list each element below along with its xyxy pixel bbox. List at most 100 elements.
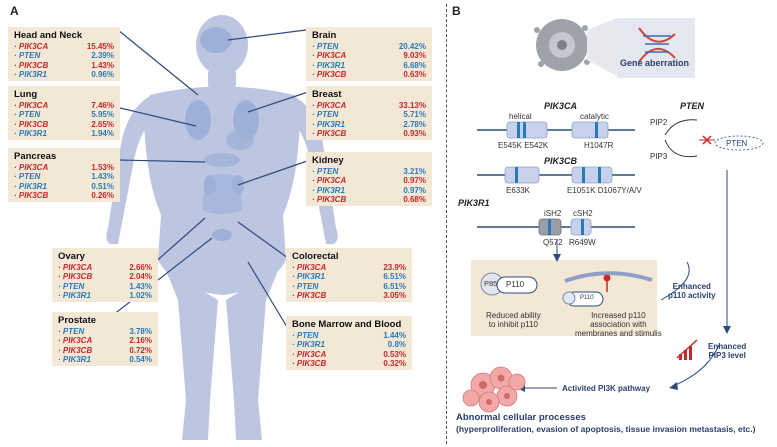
- gene-frequency: 1.44%: [383, 331, 406, 340]
- organ-title: Brain: [312, 30, 337, 41]
- dna-icon: [638, 27, 676, 63]
- gene-frequency: 0.51%: [91, 181, 114, 191]
- gene-name: · PIK3CA: [312, 101, 347, 110]
- pip2-label: PIP2: [650, 118, 668, 127]
- gene-name: · PTEN: [14, 110, 41, 120]
- gene-frequency: 1.43%: [91, 60, 114, 70]
- gene-frequency: 1.53%: [91, 163, 114, 172]
- gene-frequency: 3.05%: [383, 290, 406, 300]
- gene-frequency: 33.13%: [398, 101, 426, 110]
- gene-row: · PIK3CA 33.13%: [312, 101, 426, 110]
- gene-name: · PIK3CB: [58, 345, 93, 355]
- pik3ca-helical-label: helical: [509, 112, 532, 121]
- gene-name: · PIK3R1: [14, 128, 47, 138]
- gene-frequency: 20.42%: [398, 42, 426, 51]
- gene-frequency: 2.04%: [129, 272, 152, 282]
- gene-name: · PIK3R1: [292, 272, 325, 282]
- gene-row: · PIK3CB 2.65%: [14, 120, 114, 129]
- gene-frequency: 5.71%: [403, 110, 426, 120]
- gene-frequency: 3.21%: [403, 167, 426, 176]
- gene-frequency: 0.8%: [387, 340, 406, 350]
- gene-frequency: 0.32%: [383, 358, 406, 368]
- gene-frequency: 6.68%: [403, 60, 426, 70]
- gene-name: · PIK3CA: [58, 336, 93, 346]
- gene-frequency: 2.66%: [129, 263, 152, 272]
- organ-title: Ovary: [58, 251, 85, 262]
- panel-divider: [446, 4, 447, 444]
- organ-title: Kidney: [312, 155, 344, 166]
- pik3r1-ish2-label: iSH2: [544, 209, 562, 218]
- gene-name: · PIK3CA: [312, 176, 347, 186]
- gene-frequency: 15.45%: [86, 42, 114, 51]
- pik3r1-mutation-1: Q572: [543, 238, 563, 247]
- pik3cb-mutation-1: E633K: [506, 186, 531, 195]
- organ-title: Head and Neck: [14, 30, 83, 41]
- gene-frequency: 0.54%: [129, 354, 152, 364]
- gene-frequency: 0.53%: [383, 349, 406, 359]
- p110-small-label: P110: [580, 295, 594, 301]
- gene-frequency: 3.78%: [129, 327, 152, 336]
- gene-frequency: 2.65%: [91, 119, 114, 129]
- pik3ca-title: PIK3CA: [544, 101, 578, 111]
- gene-row: · PTEN 5.95%: [14, 110, 114, 119]
- gene-name: · PIK3CA: [292, 263, 327, 272]
- organ-title: Breast: [312, 89, 342, 100]
- pik3ca-mutation-catalytic: H1047R: [584, 141, 614, 150]
- gene-name: · PTEN: [312, 167, 339, 176]
- gene-name: · PIK3CA: [292, 349, 327, 359]
- gene-row: · PIK3CB 2.04%: [58, 272, 152, 281]
- gene-name: · PIK3CB: [292, 358, 327, 368]
- gene-row: · PTEN 20.42%: [312, 42, 426, 51]
- gene-frequency: 5.95%: [91, 110, 114, 120]
- gene-name: · PIK3CB: [14, 119, 49, 129]
- panel-b-label: B: [452, 4, 461, 18]
- tumor-cells-icon: [462, 366, 526, 413]
- gene-name: · PTEN: [312, 42, 339, 51]
- pten-label: PTEN: [726, 139, 748, 148]
- gene-name: · PIK3R1: [312, 119, 345, 129]
- organ-title: Pancreas: [14, 151, 57, 162]
- organ-title: Bone Marrow and Blood: [292, 319, 402, 330]
- gene-row: · PIK3CB 3.05%: [292, 291, 406, 300]
- gene-frequency: 2.39%: [91, 51, 114, 61]
- gene-name: · PIK3CB: [312, 128, 347, 138]
- panel-b-graphics: [462, 18, 764, 413]
- pik3r1-csh2-label: cSH2: [573, 209, 593, 218]
- pik3cb-mutation-2: E1051K D1067Y/A/V: [567, 186, 642, 195]
- panel-a-label: A: [10, 4, 19, 18]
- gene-frequency: 0.63%: [403, 69, 426, 79]
- gene-frequency: 9.03%: [403, 51, 426, 61]
- gene-name: · PIK3CB: [312, 194, 347, 204]
- gene-name: · PIK3CB: [58, 272, 93, 282]
- gene-name: · PTEN: [292, 331, 319, 340]
- organ-box-bone-marrow-and-blood: Bone Marrow and Blood· PTEN 1.44%· PIK3R1…: [286, 316, 412, 370]
- gene-name: · PIK3R1: [14, 181, 47, 191]
- pip3-label: PIP3: [650, 152, 668, 161]
- gene-name: · PIK3CB: [292, 290, 327, 300]
